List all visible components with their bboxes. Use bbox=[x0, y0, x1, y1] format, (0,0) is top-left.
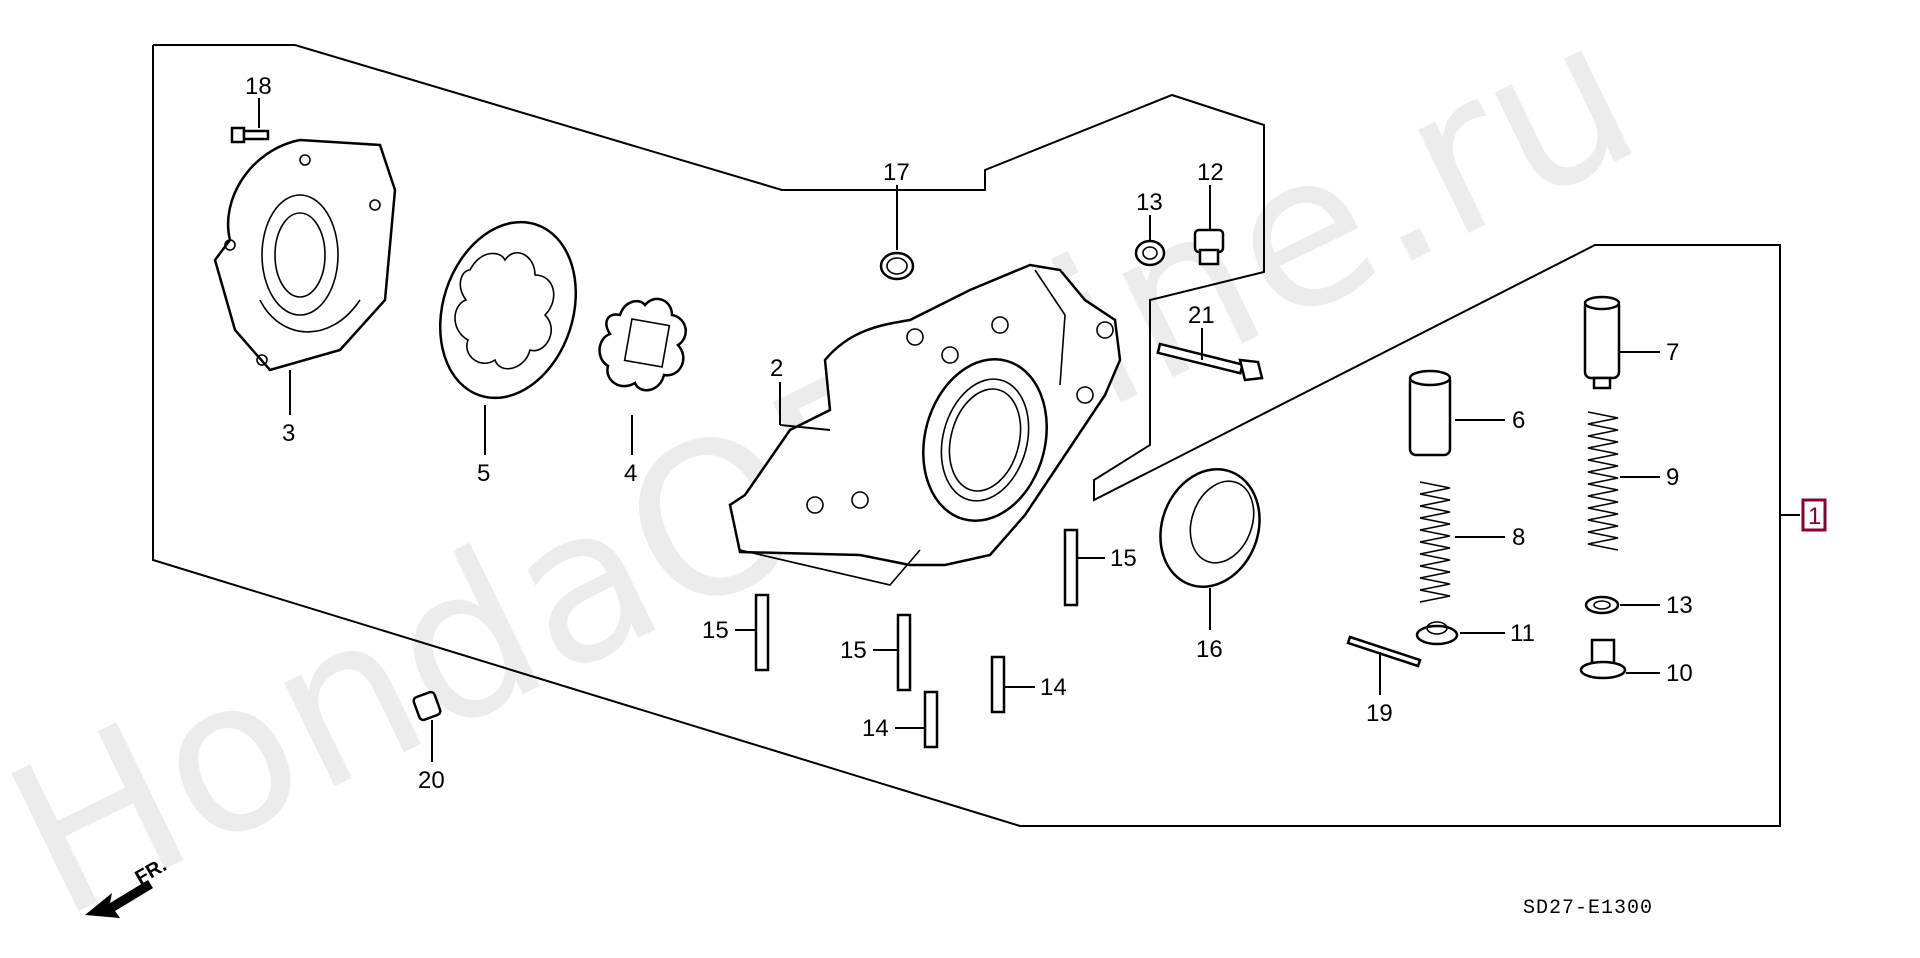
diagram-code: SD27-E1300 bbox=[1523, 897, 1653, 920]
spring-9[interactable] bbox=[1587, 411, 1619, 551]
cotter-pin-19[interactable] bbox=[1346, 635, 1422, 668]
pump-cover-plate[interactable] bbox=[213, 138, 397, 372]
callout-18[interactable]: 18 bbox=[245, 73, 272, 100]
callout-9[interactable]: 9 bbox=[1666, 464, 1679, 491]
inner-rotor[interactable] bbox=[598, 297, 687, 392]
callout-7[interactable]: 7 bbox=[1666, 339, 1679, 366]
callout-13-lower[interactable]: 13 bbox=[1666, 592, 1693, 619]
assembly-boundary bbox=[152, 44, 1781, 827]
callout-11[interactable]: 11 bbox=[1510, 620, 1535, 647]
callout-5[interactable]: 5 bbox=[477, 460, 490, 487]
callout-1[interactable]: 1 bbox=[1808, 503, 1821, 530]
callout-1-box[interactable] bbox=[1801, 498, 1827, 532]
cover-screw[interactable] bbox=[230, 126, 270, 144]
callout-2[interactable]: 2 bbox=[770, 355, 783, 382]
outer-rotor[interactable] bbox=[418, 204, 597, 415]
stud-15-c[interactable] bbox=[1063, 528, 1079, 607]
spring-8[interactable] bbox=[1419, 481, 1451, 603]
stud-14-a[interactable] bbox=[923, 690, 939, 749]
callout-16[interactable]: 16 bbox=[1196, 636, 1223, 663]
oil-pump-body[interactable] bbox=[728, 263, 1122, 586]
dowel-pin-20[interactable] bbox=[412, 690, 442, 722]
spring-seat-11[interactable] bbox=[1415, 621, 1459, 646]
callout-10[interactable]: 10 bbox=[1666, 660, 1693, 687]
plug-10[interactable] bbox=[1579, 638, 1627, 680]
washer-13-lower[interactable] bbox=[1584, 595, 1620, 615]
relief-valve-6[interactable] bbox=[1408, 369, 1452, 457]
front-arrow-icon bbox=[85, 880, 153, 918]
o-ring-17[interactable] bbox=[879, 251, 915, 281]
callout-14-b[interactable]: 14 bbox=[1040, 674, 1067, 701]
stud-15-a[interactable] bbox=[754, 593, 770, 672]
callout-8[interactable]: 8 bbox=[1512, 524, 1525, 551]
callout-17[interactable]: 17 bbox=[883, 159, 910, 186]
callout-21[interactable]: 21 bbox=[1188, 302, 1215, 329]
callout-14-a[interactable]: 14 bbox=[862, 715, 889, 742]
leader-lines bbox=[258, 98, 1800, 762]
callout-15-b[interactable]: 15 bbox=[840, 637, 867, 664]
callout-19[interactable]: 19 bbox=[1366, 700, 1393, 727]
relief-valve-7[interactable] bbox=[1583, 295, 1621, 390]
callout-12[interactable]: 12 bbox=[1197, 159, 1224, 186]
washer-13-upper[interactable] bbox=[1134, 239, 1166, 267]
oil-seal-16[interactable] bbox=[1144, 455, 1275, 601]
callout-3[interactable]: 3 bbox=[282, 420, 295, 447]
callout-15-a[interactable]: 15 bbox=[702, 617, 729, 644]
plug-bolt-12[interactable] bbox=[1193, 228, 1225, 266]
callout-15-c[interactable]: 15 bbox=[1110, 545, 1137, 572]
callout-13-upper[interactable]: 13 bbox=[1136, 189, 1163, 216]
callouts: 18 3 5 4 2 17 13 12 21 6 7 9 8 11 13 10 … bbox=[245, 73, 1827, 794]
callout-4[interactable]: 4 bbox=[624, 460, 637, 487]
callout-20[interactable]: 20 bbox=[418, 767, 445, 794]
stud-15-b[interactable] bbox=[896, 613, 912, 692]
stud-14-b[interactable] bbox=[990, 655, 1006, 714]
callout-6[interactable]: 6 bbox=[1512, 407, 1525, 434]
